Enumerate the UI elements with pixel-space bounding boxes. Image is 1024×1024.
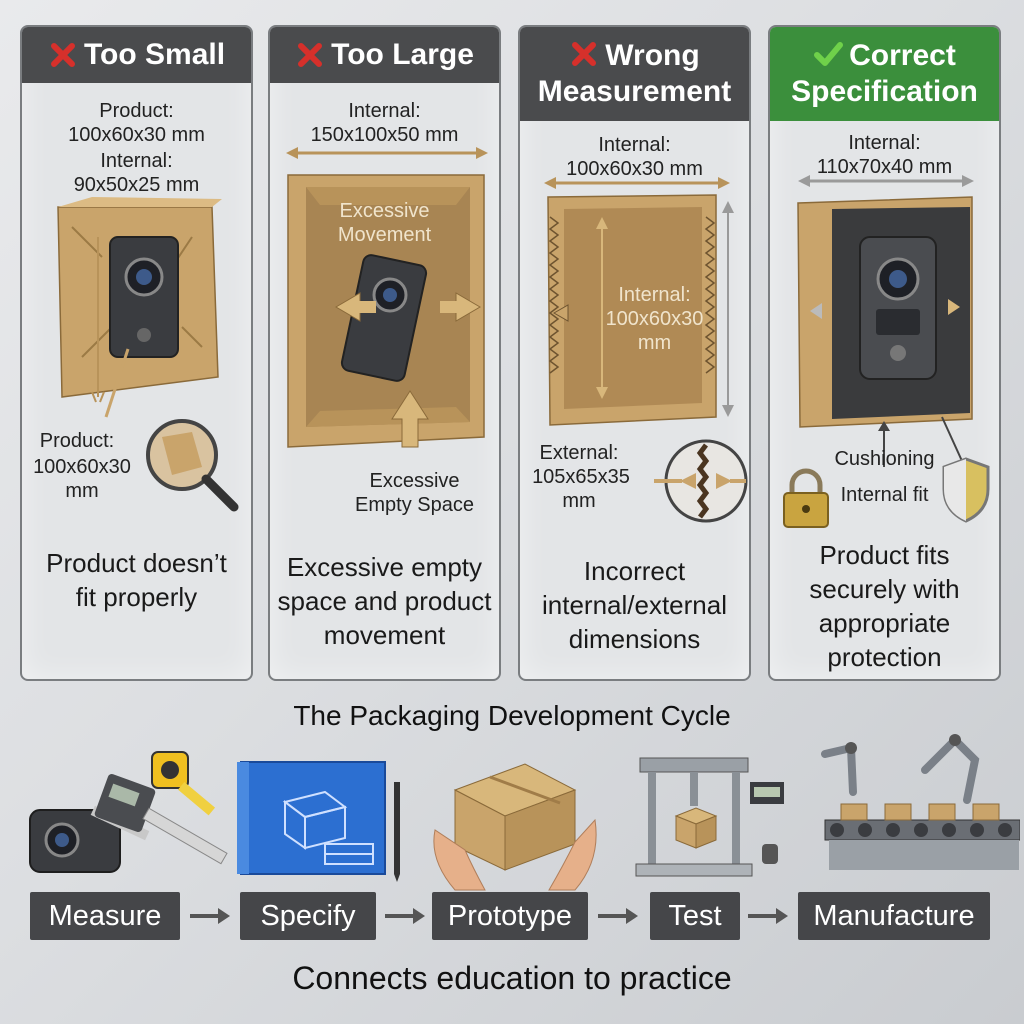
external-unit: mm — [562, 490, 596, 512]
caption-line-3: movement — [323, 620, 446, 650]
product-label: Product: — [99, 100, 174, 122]
caption-line-2: securely with — [809, 574, 960, 604]
step-test: Test — [650, 892, 740, 940]
tagline: Connects education to practice — [292, 960, 732, 996]
correct-illustration — [783, 175, 990, 528]
inner-label: Internal: — [618, 284, 691, 306]
inner-unit: mm — [637, 332, 672, 354]
panel-correct-specification: Correct Specification Internal: 110x70x4… — [768, 25, 1001, 681]
check-mark-icon — [814, 42, 844, 66]
too-small-illustration — [57, 197, 239, 512]
cycle-title: The Packaging Development Cycle — [293, 700, 731, 731]
cushioning-label: Cushioning — [834, 448, 935, 470]
panel-title-line-2: Measurement — [537, 75, 732, 108]
caption-line-1: Product doesn’t — [46, 548, 227, 578]
arrow-icon — [188, 905, 232, 932]
internal-fit-label: Internal fit — [840, 484, 929, 506]
arrow-icon — [596, 905, 640, 932]
caption-line-3: appropriate — [818, 608, 951, 638]
callout-dims: 100x60x30 — [33, 456, 131, 478]
panel-wrong-measurement: Wrong Measurement Internal: 100x60x30 mm… — [518, 25, 751, 681]
product-dims: 100x60x30 mm — [68, 124, 205, 146]
step-manufacture: Manufacture — [798, 892, 990, 940]
wrong-measurement-illustration — [544, 177, 748, 523]
padlock-icon — [783, 468, 829, 528]
panel-title-line-1: Wrong — [605, 39, 700, 72]
internal-label: Internal: — [848, 132, 921, 154]
caption-line-2: space and product — [277, 586, 492, 616]
empty-space-label-2: Empty Space — [355, 494, 474, 516]
panel-title: Too Small — [83, 38, 226, 71]
external-dims: 105x65x35 — [532, 466, 630, 488]
arrow-icon — [383, 905, 427, 932]
x-mark-icon — [572, 42, 597, 66]
step-prototype: Prototype — [432, 892, 588, 940]
caption-line-1: Product fits — [819, 540, 950, 570]
movement-label-1: Excessive — [339, 200, 430, 222]
caption-line-2: fit properly — [75, 582, 198, 612]
panel-too-small: Too Small Product: 100x60x30 mm Internal… — [20, 25, 253, 681]
too-large-illustration — [286, 147, 488, 448]
panel-header: Too Large — [270, 27, 499, 83]
shield-icon — [942, 457, 990, 523]
internal-dims: 90x50x25 mm — [73, 174, 200, 196]
caption-line-4: protection — [827, 642, 942, 672]
panel-header: Too Small — [22, 27, 251, 83]
test-illustration — [635, 757, 784, 877]
prototype-illustration — [433, 763, 597, 891]
internal-label: Internal: — [348, 100, 421, 122]
panel-header: Correct Specification — [770, 27, 999, 121]
manufacture-illustration — [821, 734, 1020, 870]
step-specify: Specify — [240, 892, 376, 940]
panel-too-large: Too Large Internal: 150x100x50 mm Excess… — [268, 25, 501, 681]
inner-dims: 100x60x30 — [605, 308, 704, 330]
movement-label-2: Movement — [337, 224, 432, 246]
arrow-icon — [746, 905, 790, 932]
internal-label: Internal: — [598, 134, 671, 156]
panel-title-line-2: Specification — [791, 75, 978, 108]
caption-line-1: Incorrect — [583, 556, 686, 586]
measure-illustration — [29, 751, 228, 873]
caption-line-3: dimensions — [568, 624, 701, 654]
empty-space-label-1: Excessive — [369, 470, 460, 492]
specify-illustration — [237, 761, 400, 882]
x-mark-icon — [298, 43, 323, 67]
callout-label: Product: — [39, 430, 115, 452]
external-label: External: — [539, 442, 619, 464]
internal-dims: 100x60x30 mm — [566, 158, 703, 180]
panel-header: Wrong Measurement — [520, 27, 749, 121]
internal-dims: 150x100x50 mm — [310, 124, 459, 146]
panel-title-line-1: Correct — [849, 39, 956, 72]
caption-line-2: internal/external — [542, 590, 727, 620]
internal-label: Internal: — [100, 150, 173, 172]
panel-title: Too Large — [331, 38, 474, 71]
x-mark-icon — [50, 43, 75, 67]
step-measure: Measure — [30, 892, 180, 940]
magnifier-icon — [146, 419, 239, 512]
internal-dims: 110x70x40 mm — [816, 156, 953, 178]
callout-unit: mm — [65, 480, 99, 502]
caption-line-1: Excessive empty — [286, 552, 483, 582]
